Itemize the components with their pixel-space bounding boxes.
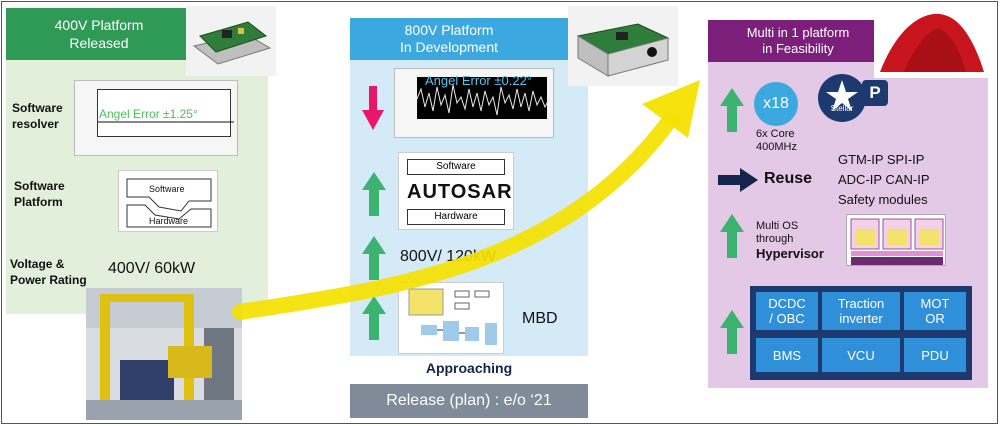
release-plan-bar: Release (plan) : e/o ‘21 [350, 384, 588, 418]
ecu-box-vcu: VCU [822, 338, 900, 372]
approaching-label: Approaching [425, 360, 513, 376]
ip-line-1: GTM-IP SPI-IP [838, 152, 925, 167]
mbd-model-diagram [398, 282, 504, 354]
panel-multi-title-line2: in Feasibility [762, 41, 834, 56]
angle-error-400v: Angel Error ±1.25° [99, 107, 198, 121]
autosar-stack: Software AUTOSAR Hardware [398, 152, 514, 230]
panel-multi-title-line1: Multi in 1 platform [746, 25, 850, 40]
down-arrow-icon [362, 86, 384, 130]
stack-software: Software [407, 159, 505, 175]
stellar-text: Stellar [830, 104, 854, 113]
mbd-label: MBD [522, 310, 558, 327]
up-arrow-icon [720, 214, 744, 258]
rating-400v: 400V/ 60kW [108, 260, 196, 277]
ecu-box-traction: Traction inverter [822, 292, 900, 330]
pcb-photo-400v [186, 6, 276, 76]
up-arrow-icon [362, 172, 386, 216]
p-badge: P [862, 80, 888, 106]
covered-product-photo [874, 6, 990, 78]
label-voltage-power-rating: Voltage &Power Rating [10, 257, 87, 287]
lab-photo [86, 288, 242, 420]
hypervisor-diagram [846, 214, 946, 266]
up-arrow-icon [720, 310, 744, 354]
sketch-hardware-label: Hardware [149, 216, 189, 226]
angle-error-800v: Angel Error ±0.22° [425, 73, 532, 88]
stack-hardware: Hardware [407, 209, 505, 225]
rating-800v: 800V/ 120kW [400, 248, 497, 265]
right-arrow-icon [718, 168, 758, 192]
panel-800v-header: 800V Platform In Development [350, 18, 588, 60]
ecu-box-bms: BMS [756, 338, 818, 372]
panel-800v-title-line1: 800V Platform [404, 22, 494, 38]
scope-window-400v: Angel Error ±1.25° [74, 80, 238, 156]
up-arrow-icon [362, 296, 386, 340]
ecu-box-pdu: PDU [904, 338, 966, 372]
panel-400v-title-line2: Released [69, 35, 129, 51]
stellar-logo-icon: Stellar [818, 74, 866, 122]
scope-window-800v: Angel Error ±0.22° [394, 68, 554, 138]
reuse-label: Reuse [764, 170, 813, 187]
panel-400v-title-line1: 400V Platform [54, 17, 144, 33]
up-arrow-icon [362, 236, 386, 280]
pcb-photo-800v [568, 6, 678, 86]
ecu-box-dcdc: DCDC / OBC [756, 292, 818, 330]
core-count-badge: x18 [754, 82, 798, 126]
up-arrow-icon [720, 88, 744, 132]
ip-line-2: ADC-IP CAN-IP [838, 172, 930, 187]
ecu-box-motor: MOT OR [904, 292, 966, 330]
ip-line-3: Safety modules [838, 192, 928, 207]
autosar-logo: AUTOSAR [407, 181, 513, 203]
ecu-grid: DCDC / OBC Traction inverter MOT OR BMS … [750, 286, 972, 380]
sketch-software-label: Software [149, 184, 185, 194]
sketch-software-hardware: Software Hardware [118, 170, 218, 232]
panel-800v-title-line2: In Development [399, 39, 499, 55]
